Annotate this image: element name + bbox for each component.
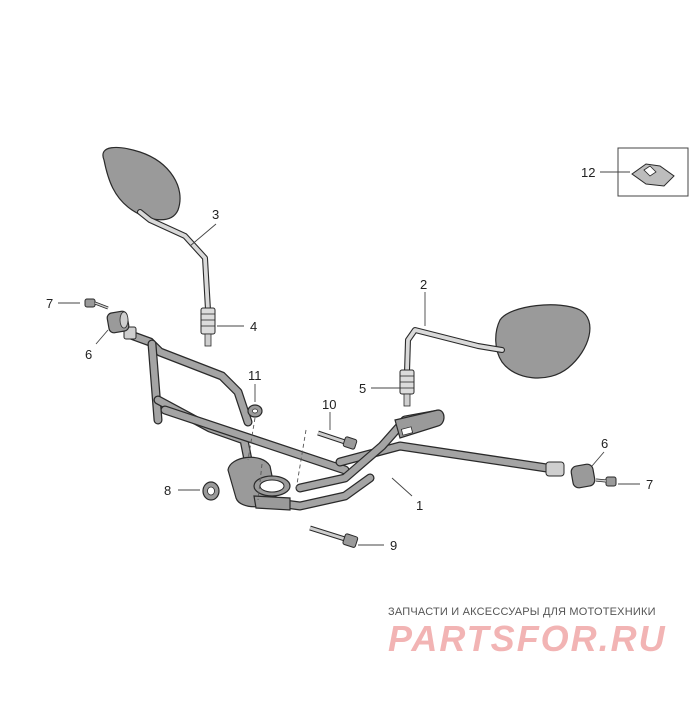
right-mirror (399, 304, 591, 407)
callout-11: 11 (248, 368, 262, 383)
callout-3: 3 (212, 207, 220, 222)
bar-end-6-left (106, 310, 130, 334)
callout-4: 4 (250, 319, 258, 334)
bolt-9 (309, 525, 359, 548)
callout-2: 2 (420, 277, 428, 292)
watermark-tagline: ЗАПЧАСТИ И АКСЕССУАРЫ ДЛЯ МОТОТЕХНИКИ (388, 606, 656, 618)
screw-7-right (595, 476, 617, 487)
callout-5: 5 (359, 381, 367, 396)
bolt-10 (317, 430, 358, 450)
assembly-lines (247, 417, 307, 501)
callout-6-left: 6 (85, 347, 93, 362)
handlebar-assembly (123, 326, 565, 511)
callout-6-right: 6 (601, 436, 609, 451)
nut-11 (247, 404, 263, 418)
leader-lines (58, 171, 640, 546)
left-mirror (102, 146, 216, 347)
callout-7-right: 7 (646, 477, 654, 492)
bar-end-6-right (570, 463, 596, 489)
callout-12: 12 (581, 165, 596, 180)
watermark-brand: PARTSFOR.RU (388, 618, 667, 659)
callout-7-left: 7 (46, 296, 54, 311)
screw-7-left (84, 298, 109, 310)
callout-1: 1 (416, 498, 424, 513)
callout-9: 9 (390, 538, 398, 553)
washer-8 (202, 481, 220, 501)
callout-8: 8 (164, 483, 172, 498)
callout-10: 10 (322, 397, 337, 412)
